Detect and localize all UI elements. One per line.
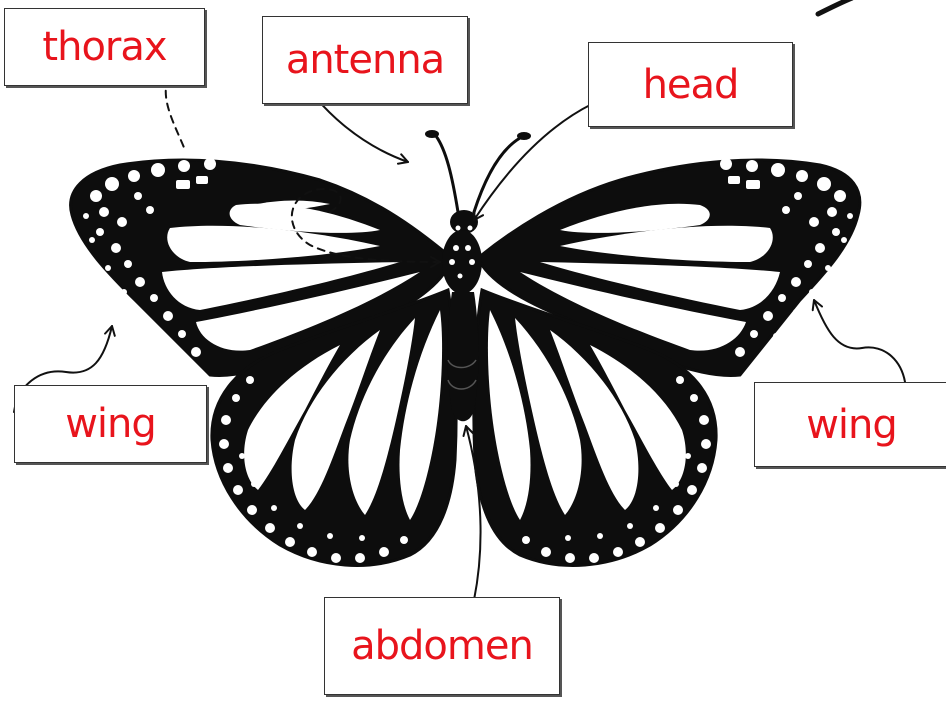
thorax-arrow — [166, 78, 185, 150]
label-wing-left: wing — [65, 404, 156, 444]
label-wing-right: wing — [806, 405, 897, 445]
label-box-abdomen: abdomen — [324, 597, 560, 695]
wing-right-arrow — [814, 300, 906, 390]
label-abdomen: abdomen — [351, 626, 533, 666]
label-box-wing-right: wing — [754, 382, 946, 467]
label-thorax: thorax — [42, 27, 166, 67]
label-antenna: antenna — [286, 40, 444, 80]
label-box-head: head — [588, 42, 793, 127]
label-box-thorax: thorax — [4, 8, 205, 86]
corner-stroke — [818, 0, 852, 14]
label-box-wing-left: wing — [14, 385, 207, 463]
label-box-antenna: antenna — [262, 16, 468, 104]
label-head: head — [643, 65, 739, 105]
